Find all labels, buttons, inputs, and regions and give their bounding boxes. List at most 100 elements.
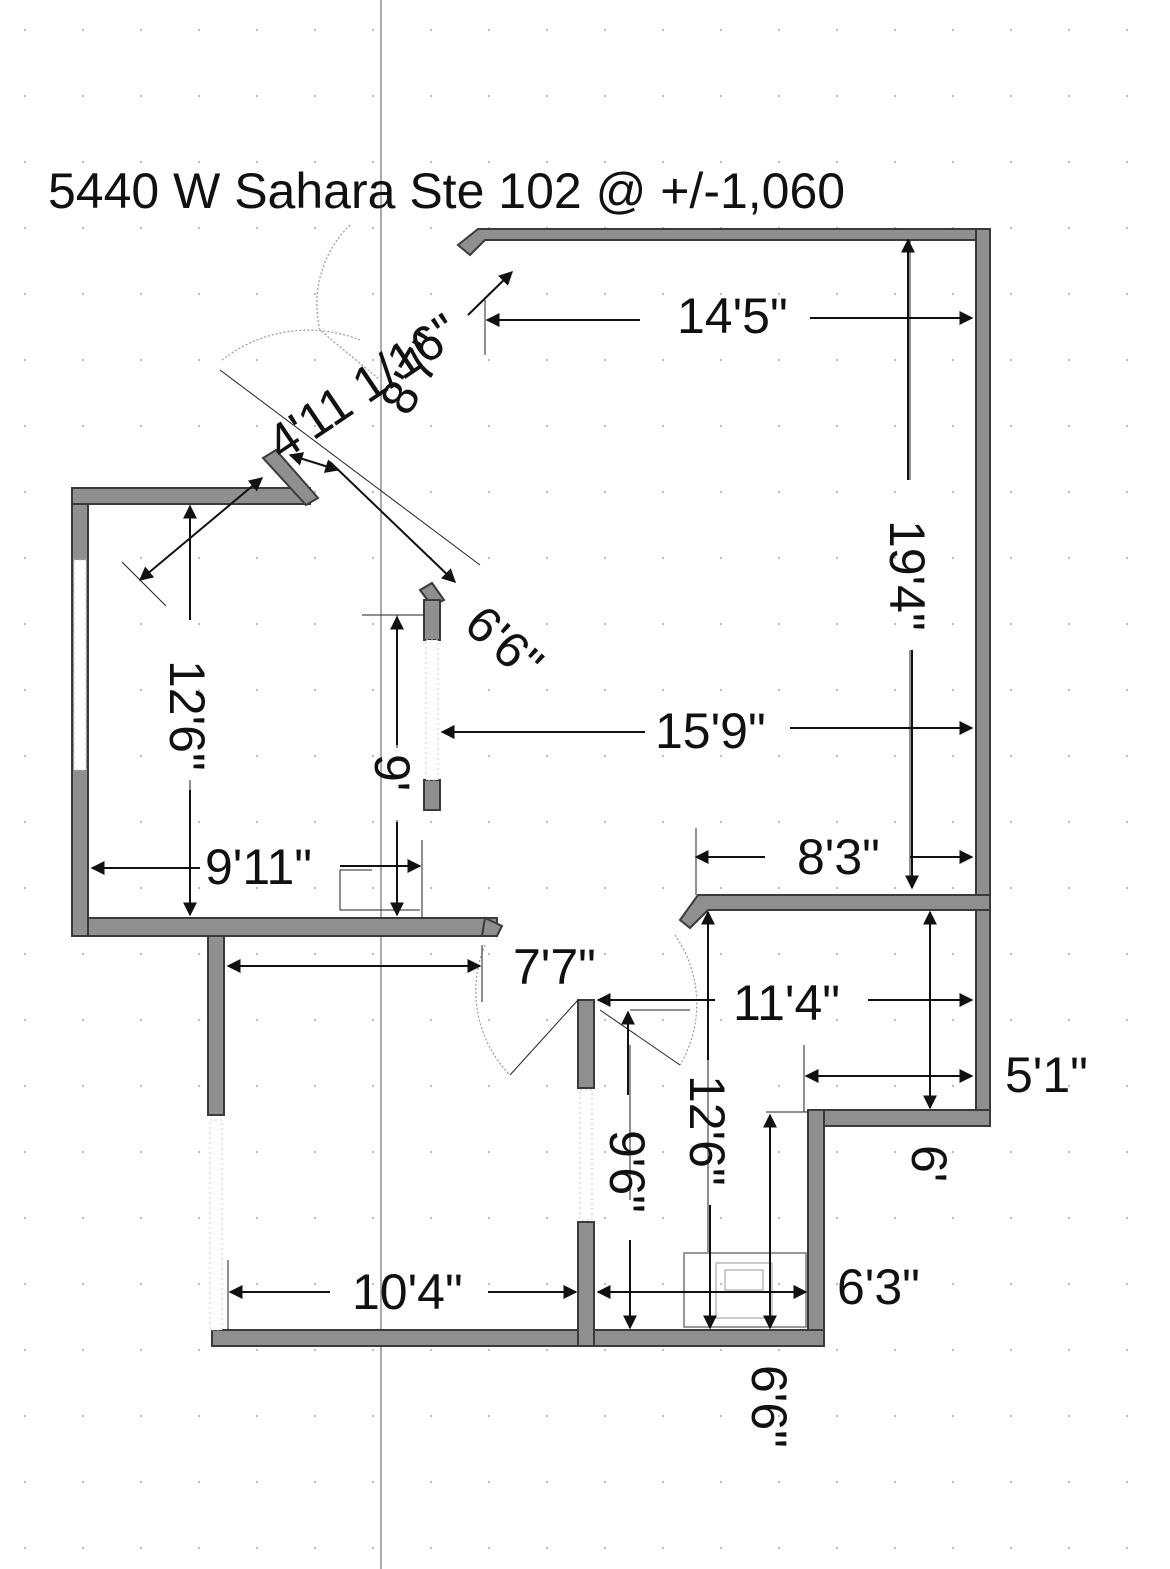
grid-dot (487, 820, 491, 824)
grid-dot (893, 94, 897, 98)
grid-dot (603, 1216, 607, 1220)
grid-dot (255, 1018, 259, 1022)
grid-dot (139, 358, 143, 362)
grid-dot (429, 952, 433, 956)
grid-dot (545, 94, 549, 98)
grid-dot (1009, 28, 1013, 32)
grid-dot (719, 622, 723, 626)
grid-dot (371, 490, 375, 494)
grid-dot (835, 1414, 839, 1418)
grid-dot (777, 94, 781, 98)
grid-dot (487, 1282, 491, 1286)
grid-dot (661, 160, 665, 164)
label-right-height: 19'4" (879, 520, 935, 631)
grid-dot (835, 820, 839, 824)
grid-dot (23, 1216, 27, 1220)
grid-dot (719, 292, 723, 296)
grid-dot (429, 1018, 433, 1022)
grid-dot (313, 28, 317, 32)
grid-dot (1067, 1282, 1071, 1286)
grid-dot (197, 952, 201, 956)
grid-dot (835, 688, 839, 692)
grid-dot (603, 754, 607, 758)
grid-dot (603, 490, 607, 494)
grid-dot (429, 28, 433, 32)
grid-dot (197, 160, 201, 164)
grid-dot (313, 226, 317, 230)
grid-dot (1125, 820, 1129, 824)
grid-dot (545, 28, 549, 32)
grid-dot (81, 1414, 85, 1418)
grid-dot (603, 952, 607, 956)
grid-dot (835, 1480, 839, 1484)
grid-dot (429, 424, 433, 428)
grid-dot (1125, 1480, 1129, 1484)
grid-dot (255, 1480, 259, 1484)
grid-dot (255, 424, 259, 428)
grid-dot (951, 1216, 955, 1220)
grid-dot (545, 1348, 549, 1352)
label-hall-width: 7'7" (513, 939, 596, 995)
grid-dot (371, 94, 375, 98)
grid-dot (893, 28, 897, 32)
grid-dot (893, 1480, 897, 1484)
grid-dot (139, 1018, 143, 1022)
grid-dot (545, 1414, 549, 1418)
grid-dot (23, 28, 27, 32)
grid-dot (1067, 226, 1071, 230)
grid-dot (893, 292, 897, 296)
grid-dot (951, 1018, 955, 1022)
grid-dot (1009, 1348, 1013, 1352)
grid-dot (777, 688, 781, 692)
grid-dot (371, 688, 375, 692)
grid-dot (951, 1282, 955, 1286)
grid-dot (719, 160, 723, 164)
grid-dot (1067, 1546, 1071, 1550)
grid-dot (139, 1216, 143, 1220)
grid-dot (777, 1150, 781, 1154)
grid-dot (777, 952, 781, 956)
grid-dot (81, 160, 85, 164)
grid-dot (255, 622, 259, 626)
grid-dot (255, 94, 259, 98)
grid-dot (835, 358, 839, 362)
grid-dot (603, 1546, 607, 1550)
grid-dot (951, 1150, 955, 1154)
grid-dot (313, 1084, 317, 1088)
grid-dot (371, 358, 375, 362)
grid-dot (487, 1480, 491, 1484)
grid-dot (661, 622, 665, 626)
grid-dot (197, 1084, 201, 1088)
grid-dot (1125, 886, 1129, 890)
grid-dot (313, 1480, 317, 1484)
grid-dot (429, 358, 433, 362)
grid-dot (429, 820, 433, 824)
grid-dot (893, 754, 897, 758)
grid-dot (835, 1018, 839, 1022)
grid-dot (951, 358, 955, 362)
grid-dot (23, 1546, 27, 1550)
grid-dot (1067, 754, 1071, 758)
grid-dot (893, 424, 897, 428)
grid-dot (777, 490, 781, 494)
grid-dot (429, 160, 433, 164)
grid-dot (835, 424, 839, 428)
grid-dot (603, 358, 607, 362)
grid-dot (835, 490, 839, 494)
grid-dot (1125, 622, 1129, 626)
grid-dot (81, 1348, 85, 1352)
grid-dot (139, 952, 143, 956)
label-bottom-left: 10'4" (352, 1264, 463, 1320)
grid-dot (23, 1282, 27, 1286)
grid-dot (23, 688, 27, 692)
grid-dot (23, 424, 27, 428)
grid-dot (1009, 1150, 1013, 1154)
grid-dot (951, 1414, 955, 1418)
grid-dot (1067, 1480, 1071, 1484)
grid-dot (719, 556, 723, 560)
grid-dot (81, 424, 85, 428)
grid-dot (23, 1150, 27, 1154)
grid-dot (487, 358, 491, 362)
grid-dot (1009, 1282, 1013, 1286)
grid-dot (429, 1546, 433, 1550)
